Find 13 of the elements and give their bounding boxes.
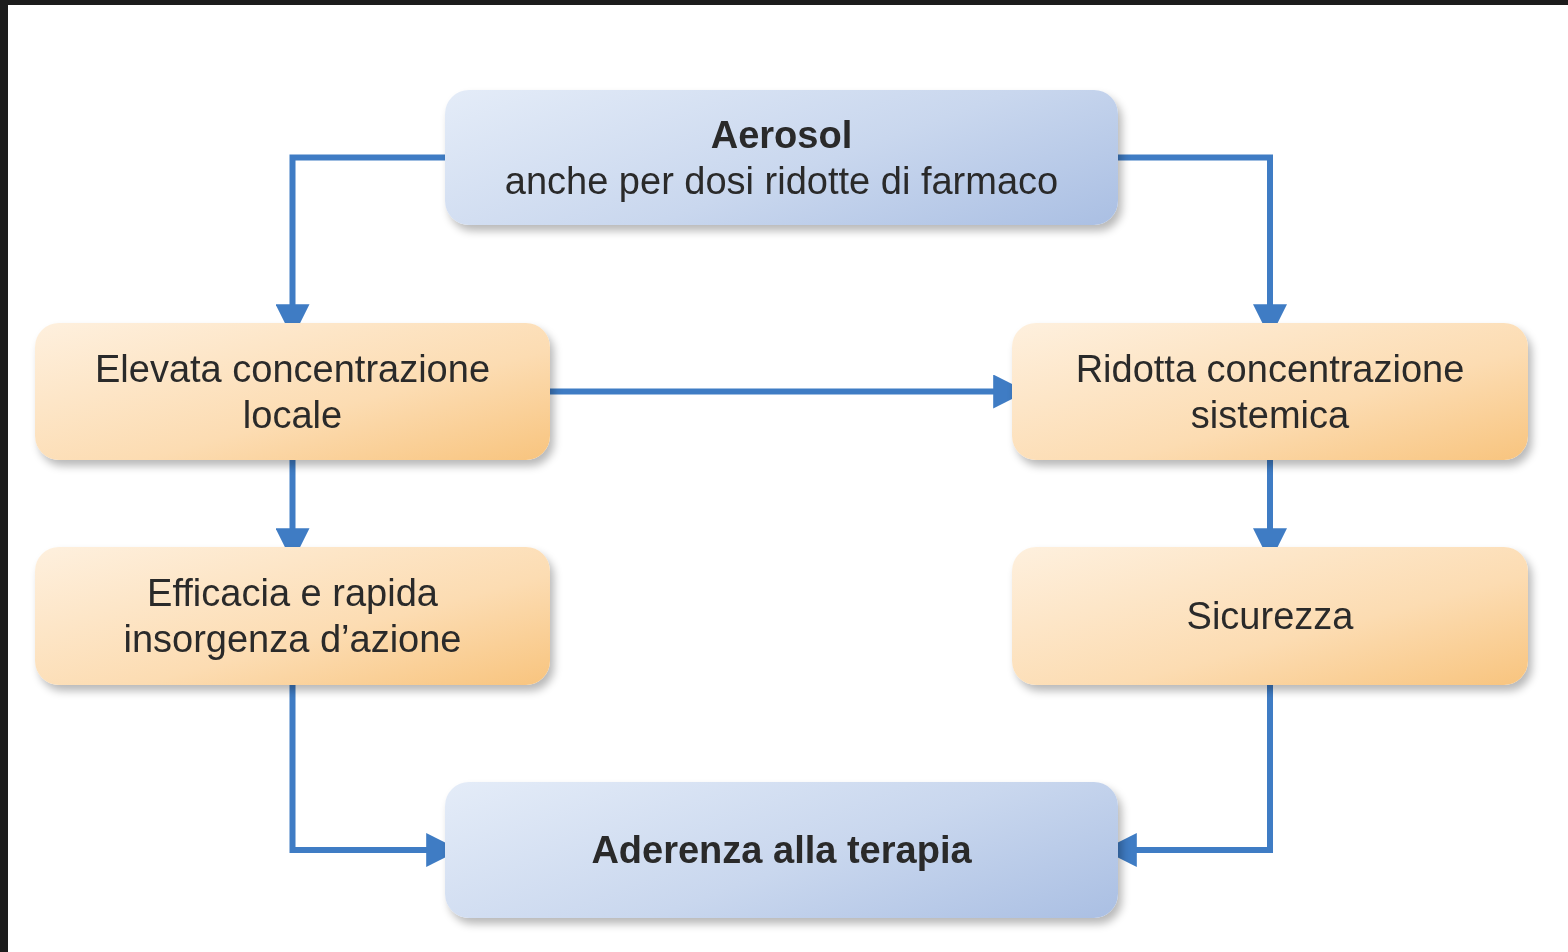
process-box bbox=[445, 782, 1118, 918]
box-text: Efficacia e rapida insorgenza d’azione bbox=[122, 571, 463, 662]
process-box bbox=[35, 547, 550, 685]
box-text: Ridotta concentrazione sistemica bbox=[1074, 346, 1466, 438]
process-box bbox=[35, 323, 550, 460]
box-text: Sicurezza bbox=[1186, 594, 1354, 639]
process-box bbox=[445, 90, 1118, 225]
box-text: Elevata concentrazione locale bbox=[94, 346, 491, 438]
process-box bbox=[1012, 547, 1528, 685]
process-box bbox=[1012, 323, 1528, 460]
box-text: Aderenza alla terapia bbox=[591, 828, 972, 873]
box-text: Aerosol bbox=[710, 112, 853, 158]
box-text: anche per dosi ridotte di farmaco bbox=[504, 158, 1059, 204]
